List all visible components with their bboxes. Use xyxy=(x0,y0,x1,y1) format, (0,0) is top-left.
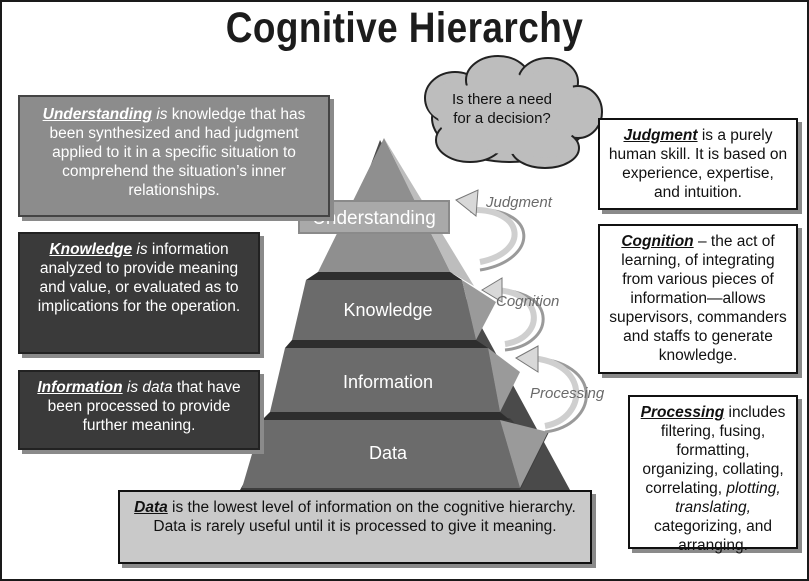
information-tier-face xyxy=(488,348,520,412)
understanding-definition-box: Understanding is knowledge that has been… xyxy=(18,95,330,217)
cognition-arrow xyxy=(494,287,545,352)
process-label-judgment: Judgment xyxy=(486,194,552,211)
data-tier xyxy=(242,420,520,488)
level-label-knowledge: Knowledge xyxy=(343,300,433,320)
decision-cloud-text: Is there a need for a decision? xyxy=(440,90,564,128)
knowledge-tier xyxy=(292,280,476,340)
cognition-definition-text: – the act of learning, of integrating fr… xyxy=(609,233,787,364)
processing-arrow xyxy=(529,355,588,434)
data-definition-box: Data is the lowest level of information … xyxy=(118,490,592,564)
judgment-definition-text: is a purely human skill. It is based on … xyxy=(608,127,788,201)
knowledge-definition-box: Knowledge is information analyzed to pro… xyxy=(18,232,260,354)
judgment-definition-box: Judgment is a purely human skill. It is … xyxy=(598,118,798,210)
knowledge-tier-face xyxy=(462,280,496,340)
knowledge-definition-text: information analyzed to provide meaning … xyxy=(37,241,241,315)
level-label-information: Information xyxy=(342,372,434,392)
information-tier xyxy=(270,348,500,412)
process-label-cognition: Cognition xyxy=(496,293,560,310)
understanding-definition-text: knowledge that has been synthesized and … xyxy=(49,106,306,199)
cognition-definition-box: Cognition – the act of learning, of inte… xyxy=(598,224,798,374)
level-label-data: Data xyxy=(368,443,408,463)
process-label-processing: Processing xyxy=(530,385,605,402)
cloud-line-1: Is there a need xyxy=(451,91,553,108)
information-definition-box: Information is data that have been proce… xyxy=(18,370,260,450)
understanding-connector: is xyxy=(152,106,168,123)
judgment-arrow xyxy=(469,206,526,272)
diagram-title: Cognitive Hierarchy xyxy=(225,4,584,52)
data-definition-text: is the lowest level of information on th… xyxy=(153,499,576,535)
data-tier-face xyxy=(500,420,548,488)
knowledge-connector: is xyxy=(132,241,148,258)
information-connector: is data xyxy=(122,379,173,396)
decision-cloud xyxy=(424,55,603,169)
understanding-term: Understanding xyxy=(42,106,152,123)
information-definition-text: that have been processed to provide furt… xyxy=(47,379,241,434)
knowledge-term: Knowledge xyxy=(49,241,133,258)
processing-definition-italic: plotting, translating, xyxy=(675,480,781,516)
data-term: Data xyxy=(134,499,168,516)
information-term: Information xyxy=(37,379,123,396)
cloud-line-2: for a decision? xyxy=(453,110,551,127)
cognition-term: Cognition xyxy=(621,233,694,250)
processing-definition-text-2: categorizing, and arranging. xyxy=(653,518,773,554)
processing-definition-text-1: includes filtering, fusing, formatting, … xyxy=(642,404,786,497)
processing-term: Processing xyxy=(640,404,725,421)
judgment-term: Judgment xyxy=(623,127,698,144)
processing-definition-box: Processing includes filtering, fusing, f… xyxy=(628,395,798,554)
